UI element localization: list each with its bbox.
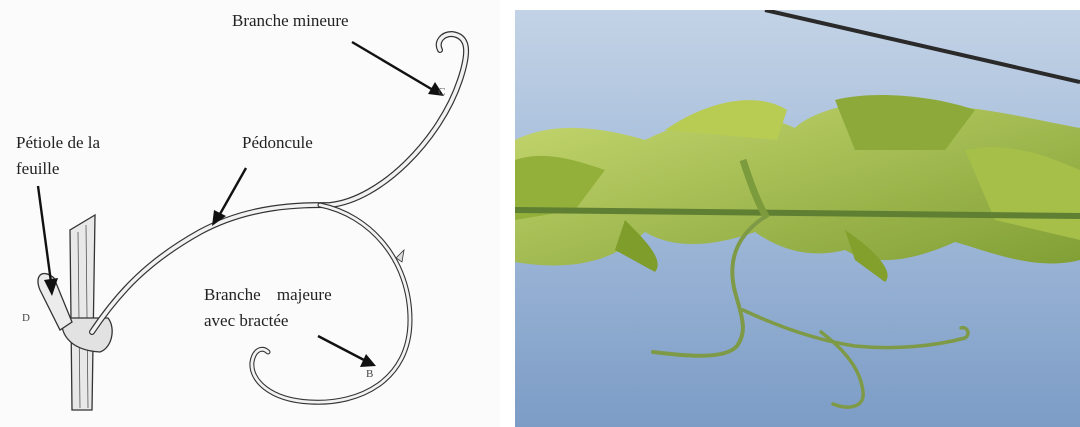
tendril-sketch: Branche mineure Pétiole de la feuille Pé… [0,0,500,427]
label-branche-majeure-line1: Branche majeure [204,282,332,308]
grapevine-tendril-photo [515,10,1080,427]
letter-c: C [438,86,445,98]
label-branche-majeure: Branche majeure avec bractée [204,282,332,334]
letter-d: D [22,312,30,324]
tendril-sketch-drawing [0,0,500,427]
label-petiole: Pétiole de la feuille [16,130,100,182]
letter-b: B [366,368,373,380]
label-branche-majeure-line2: avec bractée [204,308,332,334]
label-branche-mineure: Branche mineure [232,8,349,34]
label-pedoncule: Pédoncule [242,130,313,156]
arrow-branche-majeure [318,336,376,367]
grapevine-photo-drawing [515,10,1080,427]
label-petiole-line1: Pétiole de la [16,130,100,156]
arrow-branche-mineure [352,42,444,96]
label-petiole-line2: feuille [16,156,100,182]
